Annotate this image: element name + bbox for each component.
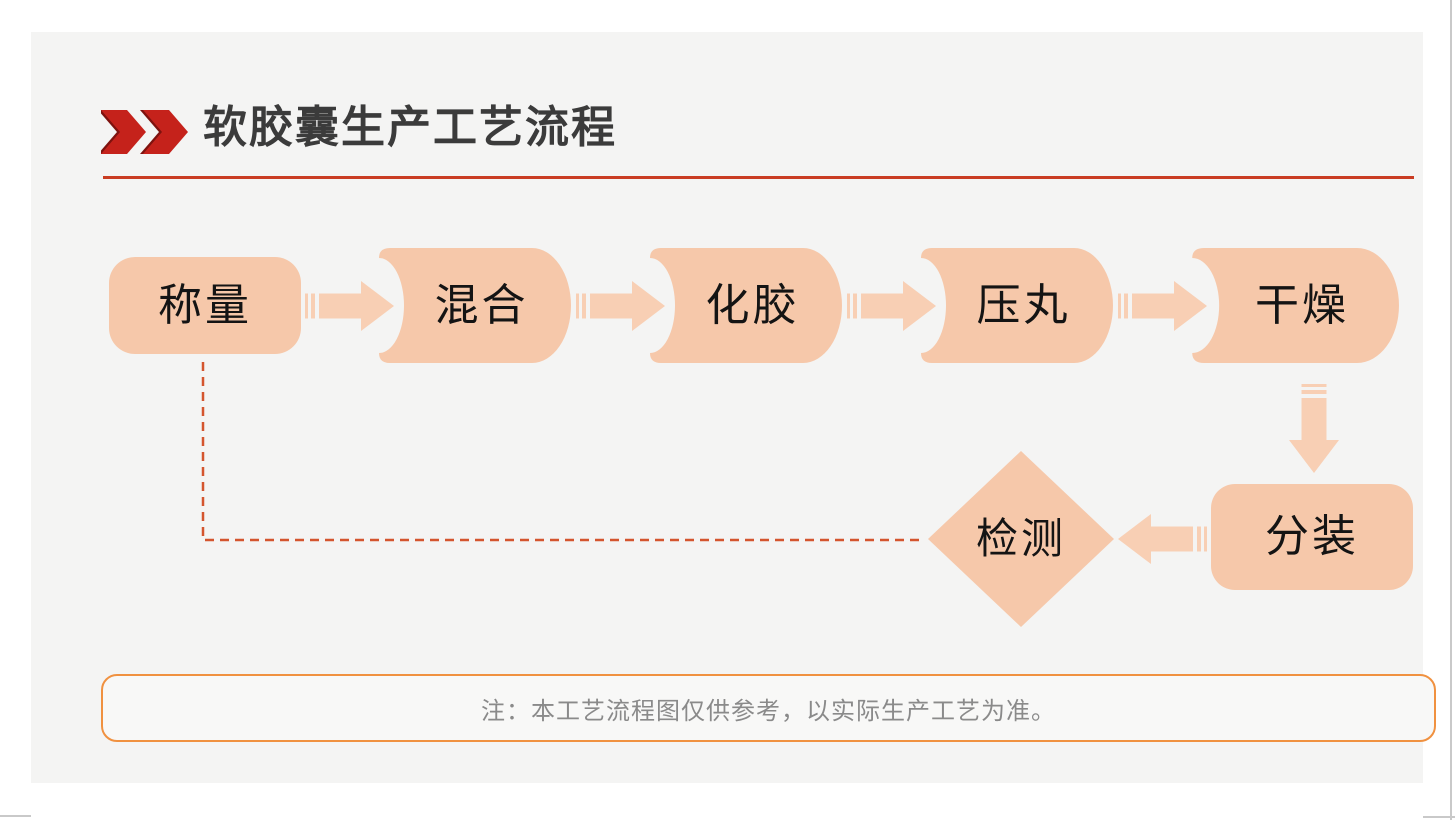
flow-node-label: 化胶 [705,280,800,330]
arrow-right-icon [847,281,936,331]
flow-node-label: 干燥 [1255,280,1349,330]
flow-node-gel-melting: 化胶 [647,248,842,363]
flow-node-label: 混合 [434,280,529,330]
window-border-right [1450,0,1452,820]
curved-shape [379,248,571,363]
arrow-right-icon [1118,281,1207,331]
arrow-left-icon [1118,514,1207,564]
slide-card: 软胶囊生产工艺流程 称量 混合 化胶 [31,32,1436,783]
arrow-right-icon [576,281,665,331]
flow-node-packaging: 分装 [1211,484,1413,590]
arrow-down-icon [1289,384,1339,473]
arrow-right-icon [305,281,394,331]
window-border-bottom-left [0,815,31,817]
curved-shape [921,248,1113,363]
window-border-bottom-right [1423,816,1455,818]
flow-node-label: 称量 [158,280,252,330]
flow-node-label: 分装 [1265,512,1359,561]
dashed-connector-line [201,362,925,542]
curved-shape [1192,248,1399,363]
flow-node-inspection: 检测 [928,451,1114,627]
flow-node-label: 检测 [975,515,1066,562]
note-box: 注：本工艺流程图仅供参考，以实际生产工艺为准。 [101,674,1436,742]
title-underline [103,176,1414,179]
note-text: 注：本工艺流程图仅供参考，以实际生产工艺为准。 [481,697,1056,725]
flow-node-weighing: 称量 [109,257,301,354]
flow-node-encapsulation: 压丸 [918,248,1113,363]
page-title: 软胶囊生产工艺流程 [203,103,617,152]
curved-shape [650,248,842,363]
diamond-shape [928,451,1114,627]
double-chevron-icon [101,110,188,154]
flow-node-mixing: 混合 [376,248,571,363]
flow-node-label: 压丸 [976,280,1071,330]
flow-node-drying: 干燥 [1189,248,1399,363]
